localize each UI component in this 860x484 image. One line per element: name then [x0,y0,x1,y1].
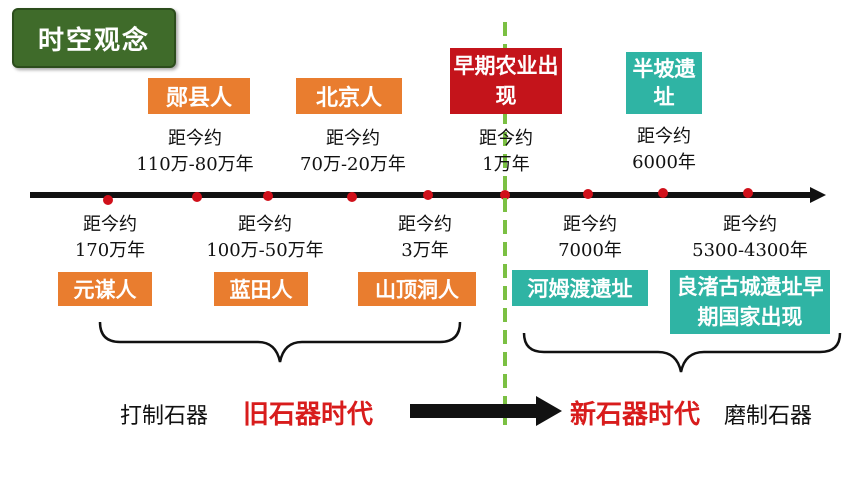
timeline-dot [583,189,593,199]
date-prefix: 距今约 [637,126,691,147]
era-paleolithic: 旧石器时代 [243,400,374,430]
timeline-arrowhead [810,187,826,203]
timeline-dot [103,195,113,205]
date-hemudu-site: 距今约 7000年 [540,212,640,264]
label-banpo-site: 半坡遗址 [626,52,702,114]
date-value: 5300-4300年 [692,240,808,261]
timeline-dot [263,191,273,201]
label-hemudu-site: 河姆渡遗址 [512,270,648,306]
date-value: 170万年 [74,240,146,261]
date-prefix: 距今约 [326,128,380,149]
timeline-dot [743,188,753,198]
timeline-dot [347,192,357,202]
timeline-dot [192,192,202,202]
title-badge: 时空观念 [12,8,176,68]
date-value: 100万-50万年 [206,240,324,261]
date-value: 70万-20万年 [300,154,406,175]
neolithic-brace [522,332,842,373]
label-yuanmou-man: 元谋人 [58,272,152,306]
paleolithic-brace [98,321,462,363]
date-value: 3万年 [401,240,449,261]
date-prefix: 距今约 [83,214,137,235]
date-banpo-site: 距今约 6000年 [614,124,714,176]
label-peking-man: 北京人 [296,78,402,114]
date-prefix: 距今约 [723,214,777,235]
date-value: 1万年 [482,154,530,175]
date-prefix: 距今约 [479,128,533,149]
label-upper-cave-man: 山顶洞人 [358,272,476,306]
date-upper-cave-man: 距今约 3万年 [375,212,475,264]
era-arrowhead [536,396,562,426]
date-prefix: 距今约 [398,214,452,235]
date-prefix: 距今约 [563,214,617,235]
date-value: 110万-80万年 [136,154,254,175]
date-prefix: 距今约 [238,214,292,235]
label-yunxian-man: 郧县人 [148,78,250,114]
date-lantian-man: 距今约 100万-50万年 [180,212,350,264]
date-value: 7000年 [558,240,622,261]
date-prefix: 距今约 [168,128,222,149]
date-yuanmou-man: 距今约 170万年 [60,212,160,264]
timeline-dot [423,190,433,200]
tool-polished-stone: 磨制石器 [724,404,813,429]
timeline-dot [658,188,668,198]
date-early-agriculture: 距今约 1万年 [456,126,556,178]
timeline-dot [500,190,510,200]
label-liangzhu-site: 良渚古城遗址早期国家出现 [670,270,830,334]
date-value: 6000年 [632,152,696,173]
label-early-agriculture: 早期农业出现 [450,48,562,114]
label-lantian-man: 蓝田人 [214,272,308,306]
date-liangzhu-site: 距今约 5300-4300年 [680,212,820,264]
date-yunxian-man: 距今约 110万-80万年 [105,126,285,178]
era-neolithic: 新石器时代 [570,400,701,430]
date-peking-man: 距今约 70万-20万年 [263,126,443,178]
tool-chipped-stone: 打制石器 [120,404,209,429]
era-arrow-shaft [410,404,538,418]
